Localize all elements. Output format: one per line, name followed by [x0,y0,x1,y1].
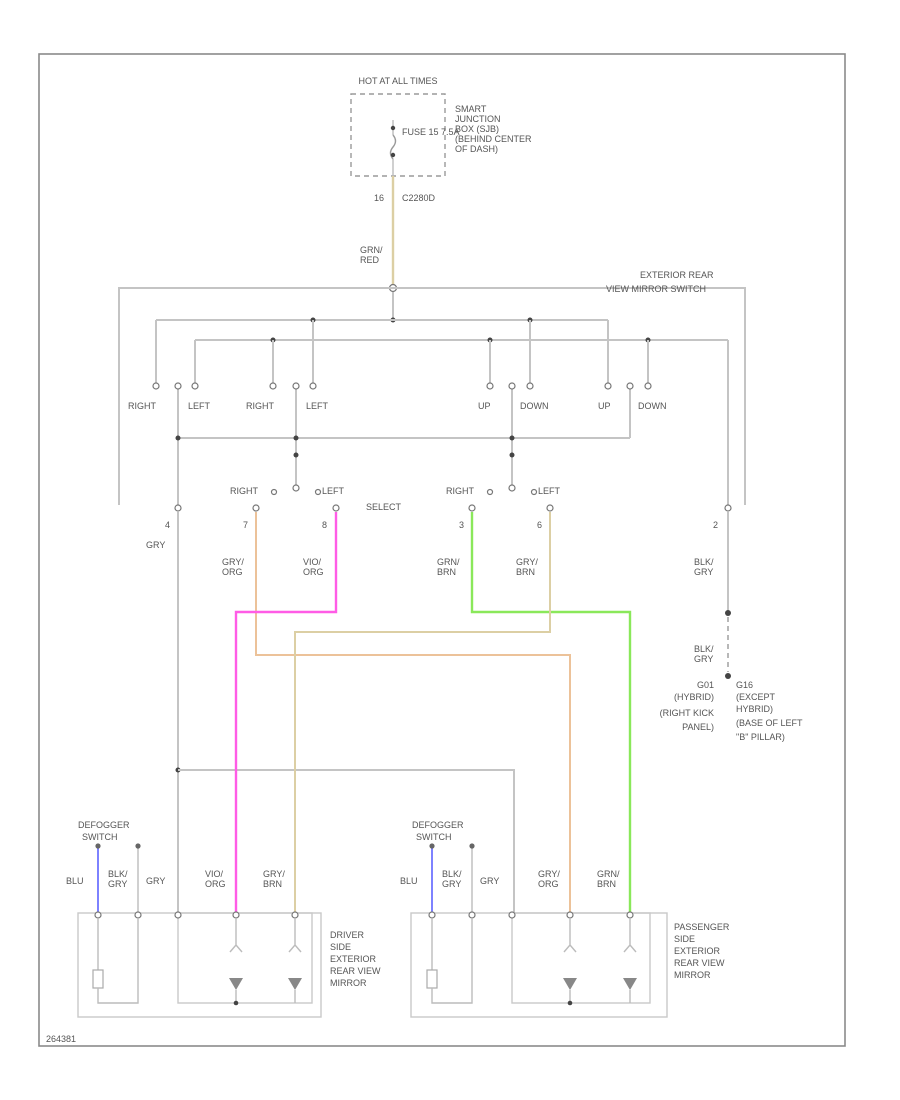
fuse-label: FUSE 15 7.5A [402,127,460,137]
ground-wire-blk-gry-1: BLK/ [694,644,714,654]
driver-wire-blk-gry-2: GRY [108,879,127,889]
wire-label-grn-brn-1: GRN/ [437,557,460,567]
ground-g2-line-5: "B" PILLAR) [736,732,785,742]
contact-right-1: RIGHT [128,401,157,411]
driver-wire-blk-gry-1: BLK/ [108,869,128,879]
sjb-line-4: (BEHIND CENTER [455,134,532,144]
passenger-mirror-label-2: SIDE [674,934,695,944]
driver-mirror-label-4: REAR VIEW [330,966,381,976]
passenger-wire-gry: GRY [480,876,499,886]
ground-g2-line-1: G16 [736,680,753,690]
driver-mirror-label-5: MIRROR [330,978,367,988]
switch-label-2: VIEW MIRROR SWITCH [606,284,706,294]
wire-label-blk-gry-2: GRY [694,567,713,577]
contact-up-2: UP [598,401,611,411]
sjb-line-5: OF DASH) [455,144,498,154]
wire-label-vio-org-2: ORG [303,567,324,577]
select-right-1: RIGHT [230,486,259,496]
passenger-mirror-label-4: REAR VIEW [674,958,725,968]
wire-label-gry-brn-1: GRY/ [516,557,538,567]
diagram-code: 264381 [46,1034,76,1044]
ground-label-hybrid: G01 (HYBRID) (RIGHT KICK PANEL) [660,680,714,732]
wire-label-gry-org-1: GRY/ [222,557,244,567]
ground-g1-line-4: PANEL) [682,722,714,732]
wire-label-gry: GRY [146,540,165,550]
feed-wire-color-2: RED [360,255,380,265]
sjb-connector-id: C2280D [402,193,436,203]
contact-down-2: DOWN [638,401,667,411]
select-right-2: RIGHT [446,486,475,496]
passenger-defogger-label-1: DEFOGGER [412,820,464,830]
driver-mirror: DEFOGGER SWITCH BLU BLK/ GRY GRY VIO/ OR… [66,820,381,1018]
ground-g1-line-2: (HYBRID) [674,692,714,702]
passenger-wire-grn-brn-1: GRN/ [597,869,620,879]
ground-label-except-hybrid: G16 (EXCEPT HYBRID) (BASE OF LEFT "B" PI… [736,680,803,742]
feed-wire-color-1: GRN/ [360,245,383,255]
select-left-1: LEFT [322,486,345,496]
switch-label-1: EXTERIOR REAR [640,270,714,280]
pin-gry-org: 7 [243,520,248,530]
contact-left-2: LEFT [306,401,329,411]
driver-wire-gry-brn-2: BRN [263,879,282,889]
harness-wires [175,512,731,913]
passenger-mirror-label-3: EXTERIOR [674,946,721,956]
pin-vio-org: 8 [322,520,327,530]
wire-label-gry-org-2: ORG [222,567,243,577]
contact-right-2: RIGHT [246,401,275,411]
wire-label-blk-gry-1: BLK/ [694,557,714,567]
smart-junction-box: HOT AT ALL TIMES FUSE 15 7.5A SMART JUNC… [350,76,532,177]
driver-wire-gry: GRY [146,876,165,886]
passenger-wire-blk-gry-1: BLK/ [442,869,462,879]
wire-label-grn-brn-2: BRN [437,567,456,577]
passenger-mirror-label-5: MIRROR [674,970,711,980]
pin-gry-brn: 6 [537,520,542,530]
ground-g1-line-1: G01 [697,680,714,690]
ground-g1-line-3: (RIGHT KICK [660,708,714,718]
driver-wire-blu: BLU [66,876,84,886]
driver-mirror-label-2: SIDE [330,942,351,952]
passenger-wire-blk-gry-2: GRY [442,879,461,889]
ground-wire-blk-gry-2: GRY [694,654,713,664]
select-label: SELECT [366,502,402,512]
hot-label: HOT AT ALL TIMES [358,76,437,86]
contact-left-1: LEFT [188,401,211,411]
passenger-wire-gry-org-2: ORG [538,879,559,889]
ground-g2-line-3: HYBRID) [736,704,773,714]
wire-label-gry-brn-2: BRN [516,567,535,577]
sjb-line-3: BOX (SJB) [455,124,499,134]
driver-mirror-label-3: EXTERIOR [330,954,377,964]
driver-defogger-label-1: DEFOGGER [78,820,130,830]
driver-wire-gry-brn-1: GRY/ [263,869,285,879]
passenger-defogger-label-2: SWITCH [416,832,452,842]
pin-grn-brn: 3 [459,520,464,530]
sjb-line-1: SMART [455,104,487,114]
passenger-mirror: DEFOGGER SWITCH BLU BLK/ GRY GRY GRY/ OR… [400,820,730,1018]
driver-defogger-label-2: SWITCH [82,832,118,842]
driver-wire-vio-org-1: VIO/ [205,869,224,879]
sjb-line-2: JUNCTION [455,114,501,124]
wire-label-vio-org-1: VIO/ [303,557,322,567]
ground-g2-line-4: (BASE OF LEFT [736,718,803,728]
driver-wire-vio-org-2: ORG [205,879,226,889]
passenger-wire-grn-brn-2: BRN [597,879,616,889]
select-left-2: LEFT [538,486,561,496]
passenger-mirror-label-1: PASSENGER [674,922,730,932]
mirror-switch: EXTERIOR REAR VIEW MIRROR SWITCH [118,270,746,512]
diagram-frame [38,53,846,1047]
sjb-pin-number: 16 [374,193,384,203]
pin-gry: 4 [165,520,170,530]
contact-up-1: UP [478,401,491,411]
ground-g2-line-2: (EXCEPT [736,692,776,702]
pin-blk-gry: 2 [713,520,718,530]
passenger-wire-gry-org-1: GRY/ [538,869,560,879]
driver-mirror-label-1: DRIVER [330,930,365,940]
passenger-wire-blu: BLU [400,876,418,886]
contact-down-1: DOWN [520,401,549,411]
